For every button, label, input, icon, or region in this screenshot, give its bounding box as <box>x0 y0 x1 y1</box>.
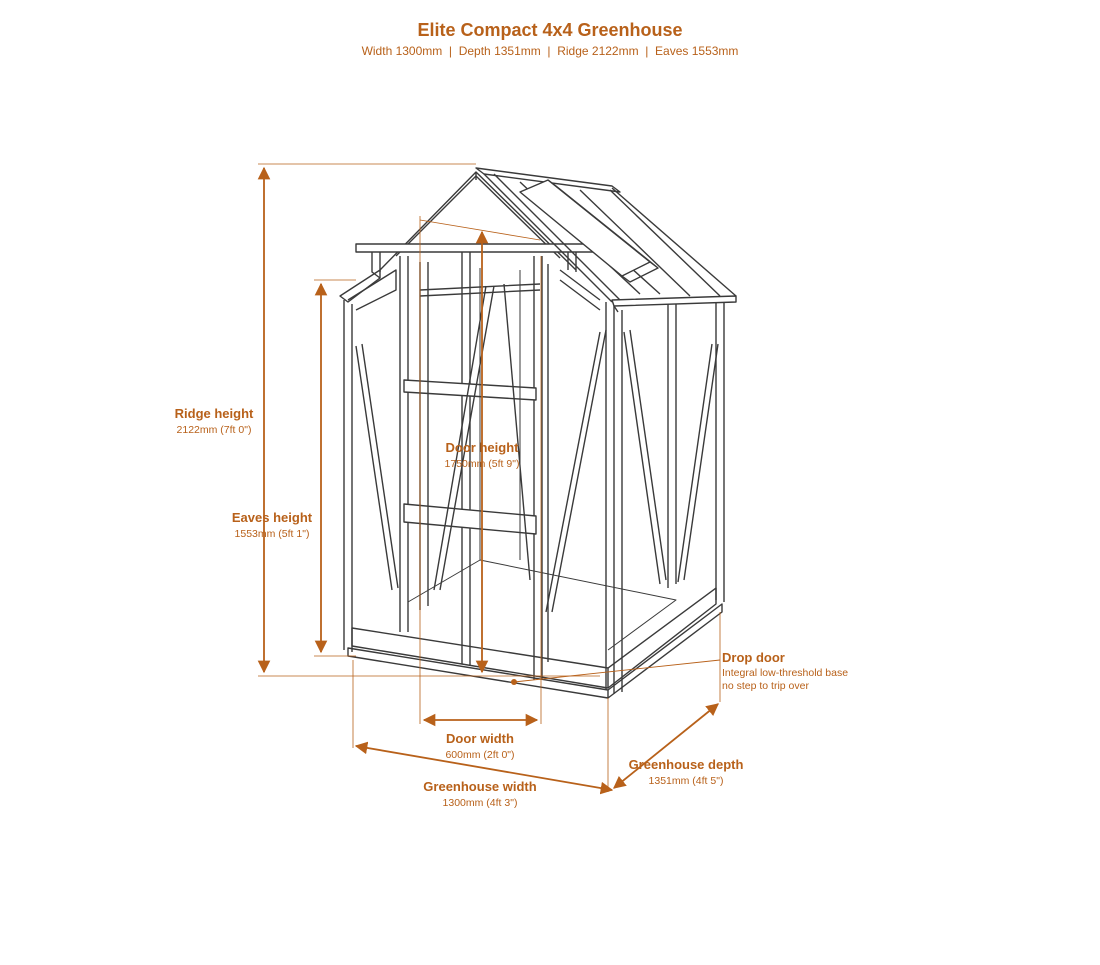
door-height-label: Door height 1750mm (5ft 9") <box>420 440 544 470</box>
greenhouse-frame <box>339 167 737 699</box>
depth-label: Greenhouse depth 1351mm (4ft 5") <box>606 757 766 787</box>
diagram-subtitle: Width 1300mm | Depth 1351mm | Ridge 2122… <box>361 44 739 58</box>
eaves-label: Eaves height 1553mm (5ft 1") <box>210 510 334 540</box>
base-front <box>347 647 609 699</box>
ridge-label-heading: Ridge height <box>174 406 254 421</box>
ridge-label-value: 2122mm (7ft 0") <box>176 424 252 436</box>
drop-door-leader <box>513 659 721 683</box>
door-transom-upper <box>403 379 537 401</box>
roof-right-slope <box>483 173 621 303</box>
door-height-value: 1750mm (5ft 9") <box>444 458 520 470</box>
depth-value: 1351mm (4ft 5") <box>648 775 724 787</box>
eaves-label-value: 1553mm (5ft 1") <box>234 528 310 540</box>
width-value: 1300mm (4ft 3") <box>442 797 518 809</box>
eaves-right <box>611 295 737 307</box>
brace-right-back <box>623 329 667 585</box>
door-frame-left <box>399 256 409 632</box>
width-dim-arrow <box>354 741 614 795</box>
door-frame-right <box>533 256 543 680</box>
drop-door-line1: Integral low-threshold base <box>722 667 849 679</box>
brace-right-front <box>545 329 607 613</box>
eaves-front-left <box>339 269 381 303</box>
door-width-heading: Door width <box>446 731 514 746</box>
door-stile-mid <box>461 252 471 666</box>
front-top-beam <box>355 243 611 253</box>
depth-heading: Greenhouse depth <box>628 757 744 772</box>
door-transom-lower <box>403 503 537 535</box>
corner-post-back-right <box>715 300 725 602</box>
drop-door-dot <box>511 679 517 685</box>
brace-front-left <box>355 343 399 591</box>
dimension-lines <box>257 163 721 795</box>
drop-door-heading: Drop door <box>722 650 785 665</box>
drop-door-label: Drop door Integral low-threshold base no… <box>722 650 902 692</box>
width-heading: Greenhouse width <box>423 779 537 794</box>
drop-door-line2: no step to trip over <box>722 680 809 692</box>
door-height-extension <box>419 219 541 241</box>
ridge-label: Ridge height 2122mm (7ft 0") <box>152 406 276 436</box>
depth-dim-arrow <box>613 703 719 789</box>
door-width-label: Door width 600mm (2ft 0") <box>418 731 542 761</box>
door-height-heading: Door height <box>445 440 519 455</box>
diagram-title: Elite Compact 4x4 Greenhouse <box>417 20 683 40</box>
corner-post-front-right <box>605 302 623 694</box>
floor <box>407 559 677 651</box>
width-label: Greenhouse width 1300mm (4ft 3") <box>400 779 560 809</box>
eaves-label-heading: Eaves height <box>231 510 313 525</box>
door-width-value: 600mm (2ft 0") <box>445 749 515 761</box>
base-right <box>607 603 723 699</box>
corner-post-front-left <box>343 300 353 652</box>
